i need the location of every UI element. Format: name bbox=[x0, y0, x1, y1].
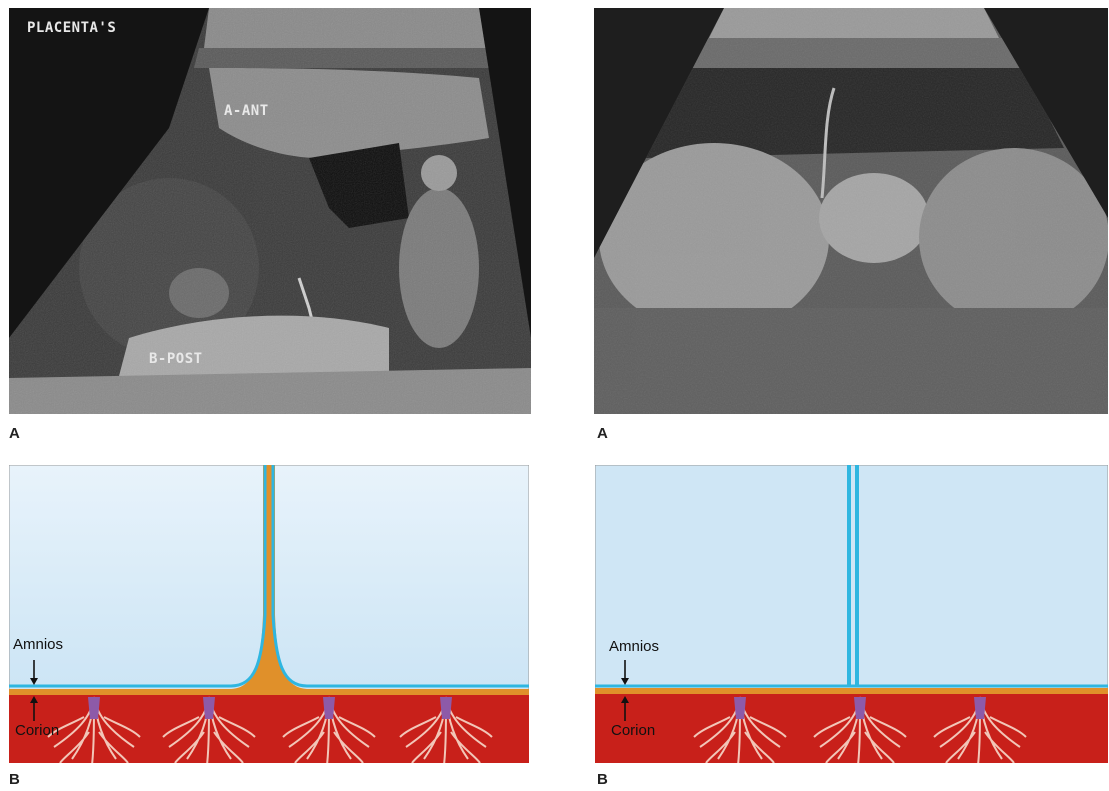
label-corion: Corion bbox=[611, 722, 655, 739]
overlay-text-anterior: A-ANT bbox=[224, 103, 269, 119]
ultrasound-scan-right bbox=[594, 8, 1108, 414]
ultrasound-scan-left bbox=[9, 8, 531, 414]
ultrasound-image-top-left: PLACENTA'S A-ANT B-POST bbox=[9, 8, 531, 414]
panel-letter-bottom-right: B bbox=[597, 771, 608, 788]
label-corion: Corion bbox=[15, 722, 59, 739]
overlay-text-posterior: B-POST bbox=[149, 351, 203, 367]
membrane-diagram-bottom-left: Amnios Corion bbox=[9, 465, 529, 763]
septum-amnion-right bbox=[855, 465, 859, 686]
diagram-left-svg bbox=[9, 465, 529, 763]
panel-letter-top-left: A bbox=[9, 425, 20, 442]
panel-letter-bottom-left: B bbox=[9, 771, 20, 788]
label-amnios: Amnios bbox=[13, 636, 63, 653]
diagram-right-svg bbox=[595, 465, 1108, 763]
label-amnios: Amnios bbox=[609, 638, 659, 655]
panel-letter-top-right: A bbox=[597, 425, 608, 442]
decidua-layer bbox=[595, 693, 1108, 763]
chorion-layer bbox=[595, 688, 1108, 694]
membrane-diagram-bottom-right: Amnios Corion bbox=[595, 465, 1108, 763]
ultrasound-image-top-right bbox=[594, 8, 1108, 414]
septum-amnion-left bbox=[847, 465, 851, 686]
overlay-text-placenta: PLACENTA'S bbox=[27, 20, 116, 36]
